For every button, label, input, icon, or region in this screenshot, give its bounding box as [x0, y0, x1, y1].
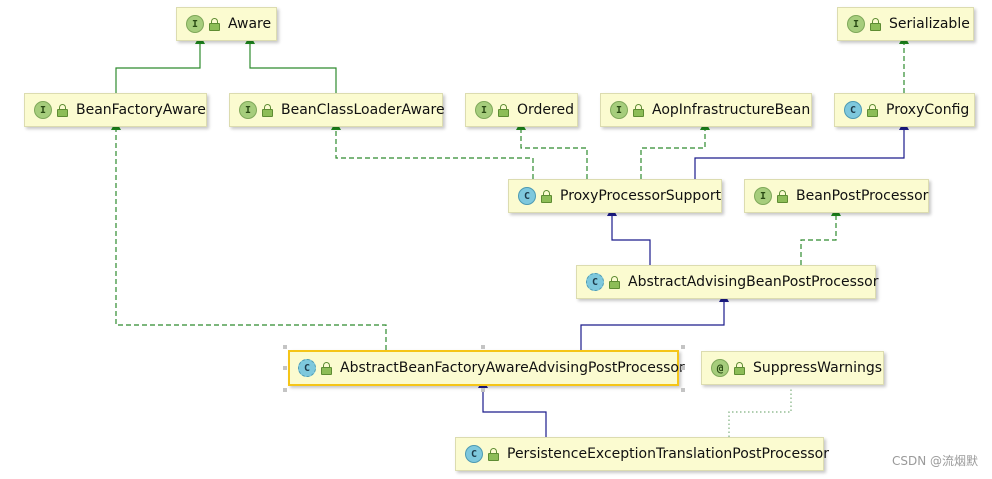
lock-icon	[541, 190, 553, 203]
edge-persistence-abstractbeanfactoryaware	[478, 379, 547, 437]
node-beanfactoryaware[interactable]: I BeanFactoryAware	[24, 93, 207, 127]
selection-handle[interactable]	[681, 388, 685, 392]
interface-icon: I	[610, 101, 628, 119]
interface-icon: I	[186, 15, 204, 33]
interface-icon: I	[847, 15, 865, 33]
edge-abstractadvising-beanpostprocessor	[800, 207, 841, 265]
node-abstractbeanfactoryawareadvisingpostprocessor[interactable]: C AbstractBeanFactoryAwareAdvisingPostPr…	[288, 350, 685, 386]
interface-icon: I	[475, 101, 493, 119]
selection-handle[interactable]	[681, 345, 685, 349]
node-label: BeanPostProcessor	[796, 188, 929, 204]
edge-proxyprocessorsupport-aopinfrastructurebean	[640, 121, 710, 179]
lock-icon	[262, 104, 274, 117]
lock-icon	[498, 104, 510, 117]
node-persistenceexceptiontranslationpostprocessor[interactable]: C PersistenceExceptionTranslationPostPro…	[455, 437, 829, 471]
node-proxyconfig[interactable]: C ProxyConfig	[834, 93, 975, 127]
selection-handle[interactable]	[681, 366, 685, 370]
lock-icon	[867, 104, 879, 117]
lock-icon	[209, 18, 221, 31]
selection-handle[interactable]	[481, 345, 485, 349]
edge-abstractbeanfactoryaware-abstractadvising	[580, 293, 729, 350]
interface-icon: I	[754, 187, 772, 205]
node-label: BeanFactoryAware	[76, 102, 206, 118]
node-aware[interactable]: I Aware	[176, 7, 277, 41]
selection-handle[interactable]	[481, 388, 485, 392]
watermark: CSDN @流烟默	[891, 454, 978, 468]
edge-abstractadvising-proxyprocessorsupport	[607, 207, 651, 265]
node-label: ProxyConfig	[886, 102, 970, 118]
edge-proxyprocessorsupport-proxyconfig	[694, 121, 909, 179]
node-label: PersistenceExceptionTranslationPostProce…	[507, 446, 829, 462]
lock-icon	[777, 190, 789, 203]
node-beanclassloaderaware[interactable]: I BeanClassLoaderAware	[229, 93, 445, 127]
node-label: ProxyProcessorSupport	[560, 188, 722, 204]
interface-icon: I	[239, 101, 257, 119]
node-ordered[interactable]: I Ordered	[465, 93, 578, 127]
node-label: BeanClassLoaderAware	[281, 102, 445, 118]
lock-icon	[321, 362, 333, 375]
node-label: AbstractBeanFactoryAwareAdvisingPostProc…	[340, 360, 685, 376]
node-label: SuppressWarnings	[753, 360, 883, 376]
selection-handle[interactable]	[283, 345, 287, 349]
edge-abstractbeanfactoryaware-beanfactoryaware	[111, 121, 387, 350]
lock-icon	[633, 104, 645, 117]
class-icon: C	[465, 445, 483, 463]
node-label: Serializable	[889, 16, 970, 32]
node-label: AbstractAdvisingBeanPostProcessor	[628, 274, 879, 290]
node-label: AopInfrastructureBean	[652, 102, 811, 118]
node-proxyprocessorsupport[interactable]: C ProxyProcessorSupport	[508, 179, 722, 213]
edge-proxyprocessorsupport-ordered	[516, 121, 588, 179]
annotation-icon: @	[711, 359, 729, 377]
node-label: Aware	[228, 16, 272, 32]
edge-beanfactoryaware-aware	[115, 35, 205, 93]
node-serializable[interactable]: I Serializable	[837, 7, 974, 41]
selection-handle[interactable]	[283, 388, 287, 392]
node-abstractadvisingbeanpostprocessor[interactable]: C AbstractAdvisingBeanPostProcessor	[576, 265, 879, 299]
edge-proxyprocessorsupport-beanclassloaderaware	[331, 121, 534, 179]
edge-beanclassloaderaware-aware	[245, 35, 337, 93]
lock-icon	[488, 448, 500, 461]
lock-icon	[609, 276, 621, 289]
class-icon: C	[518, 187, 536, 205]
abstract-class-icon: C	[586, 273, 604, 291]
lock-icon	[734, 362, 746, 375]
node-beanpostprocessor[interactable]: I BeanPostProcessor	[744, 179, 929, 213]
abstract-class-icon: C	[298, 359, 316, 377]
node-suppresswarnings[interactable]: @ SuppressWarnings	[701, 351, 884, 385]
class-icon: C	[844, 101, 862, 119]
edge-persistence-suppresswarnings	[728, 387, 792, 437]
selection-handle[interactable]	[283, 366, 287, 370]
node-aopinfrastructurebean[interactable]: I AopInfrastructureBean	[600, 93, 812, 127]
lock-icon	[57, 104, 69, 117]
lock-icon	[870, 18, 882, 31]
interface-icon: I	[34, 101, 52, 119]
node-label: Ordered	[517, 102, 574, 118]
